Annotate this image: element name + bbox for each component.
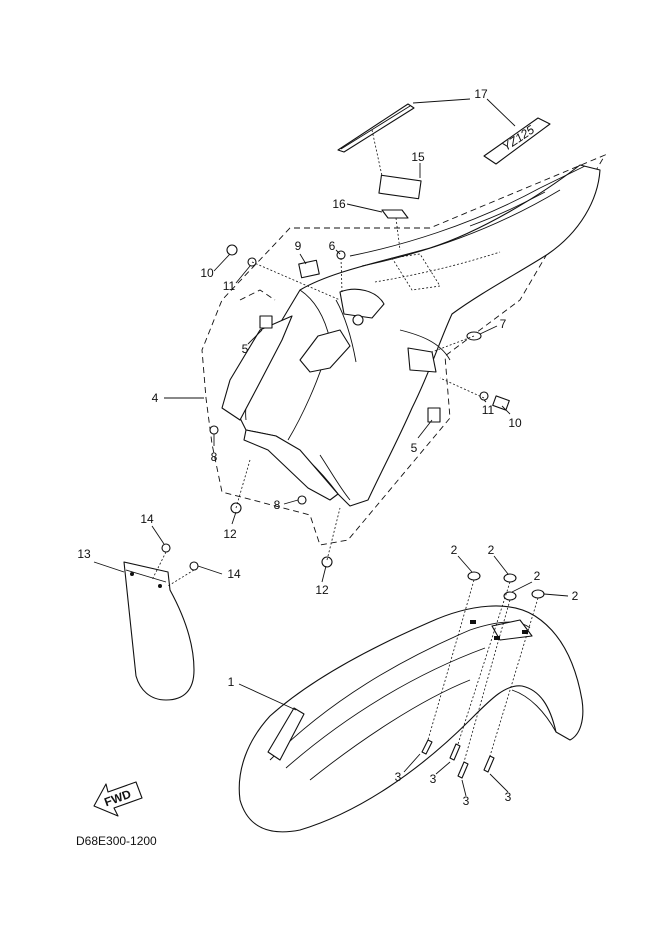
callout-2-a: 2 — [451, 543, 458, 557]
callout-10-top: 10 — [200, 266, 214, 280]
callout-3-c: 3 — [463, 794, 470, 808]
callout-2-c: 2 — [534, 569, 541, 583]
fwd-arrow-icon: FWD — [93, 781, 143, 817]
rear-fender-flap — [221, 315, 293, 421]
diagram-code: D68E300-1200 — [76, 834, 157, 848]
callout-9: 9 — [295, 239, 302, 253]
front-fender — [238, 605, 584, 833]
decal-15 — [378, 174, 422, 200]
leader-lines — [93, 98, 569, 797]
decal-stripe — [337, 103, 415, 153]
callout-15: 15 — [411, 150, 425, 164]
callout-6: 6 — [329, 239, 336, 253]
hardware — [161, 244, 545, 779]
callout-11-right: 11 — [482, 403, 495, 417]
callout-13: 13 — [77, 547, 91, 561]
callout-7: 7 — [500, 317, 507, 331]
callout-3-a: 3 — [395, 770, 402, 784]
mud-guard — [123, 561, 195, 701]
callout-3-d: 3 — [505, 790, 512, 804]
decal-16 — [381, 209, 409, 219]
callout-16: 16 — [332, 197, 346, 211]
callout-14-right: 14 — [227, 567, 241, 581]
callout-1: 1 — [228, 675, 235, 689]
decal-logo-plate: YZ125 — [483, 117, 551, 165]
callout-17: 17 — [474, 87, 488, 101]
callout-8-left: 8 — [211, 450, 218, 464]
callout-2-d: 2 — [572, 589, 579, 603]
callout-3-b: 3 — [430, 772, 437, 786]
callout-2-b: 2 — [488, 543, 495, 557]
callout-4: 4 — [152, 391, 159, 405]
bracket-outline — [239, 289, 276, 301]
callout-12-bottom: 12 — [315, 583, 329, 597]
callout-5-right: 5 — [411, 441, 418, 455]
callout-5-left: 5 — [242, 342, 249, 356]
rear-fender — [239, 164, 601, 507]
callout-8-bottom: 8 — [274, 498, 281, 512]
callout-11-top: 11 — [223, 279, 236, 293]
callout-10-right: 10 — [508, 416, 522, 430]
callout-14-top: 14 — [140, 512, 154, 526]
callout-12-left: 12 — [223, 527, 237, 541]
